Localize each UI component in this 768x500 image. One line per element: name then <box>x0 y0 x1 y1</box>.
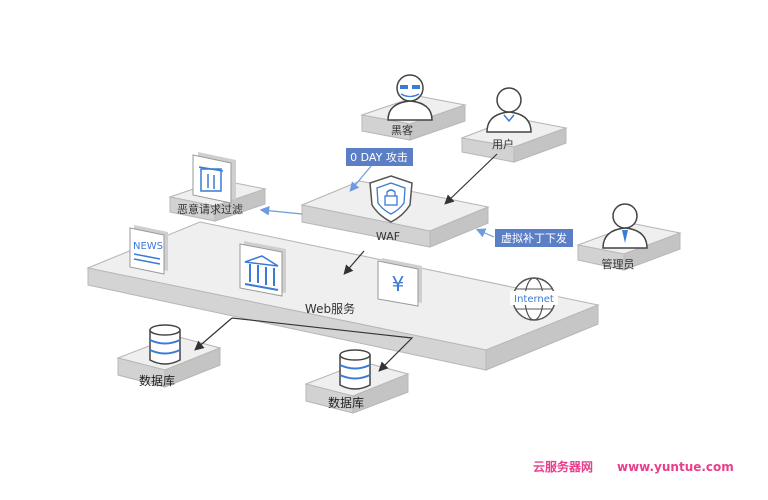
news-icon: NEWS <box>129 225 168 275</box>
svg-text:云服务器网: 云服务器网 <box>533 459 593 474</box>
admin-avatar-icon <box>602 203 648 249</box>
virtual-patch-badge: 虚拟补丁下发 <box>495 229 573 247</box>
hacker-avatar-icon <box>387 74 433 121</box>
svg-text:数据库: 数据库 <box>328 395 364 410</box>
arrow-web-to-db1 <box>194 317 233 351</box>
database-cylinder-icon-1 <box>149 324 181 365</box>
zero-day-attack-badge: 0 DAY 攻击 <box>346 148 413 166</box>
database-cylinder-icon-2 <box>339 349 371 390</box>
svg-text:0 DAY 攻击: 0 DAY 攻击 <box>350 150 408 164</box>
svg-text:用户: 用户 <box>492 137 514 151</box>
svg-text:恶意请求过滤: 恶意请求过滤 <box>177 202 243 216</box>
svg-text:管理员: 管理员 <box>602 257 635 271</box>
arrow-waf-to-filter <box>259 205 303 216</box>
currency-icon: ¥ <box>377 258 422 307</box>
user-avatar-icon <box>486 87 532 133</box>
shield-icon <box>369 175 413 223</box>
trash-bin-icon <box>192 152 236 204</box>
web-service-label: Web服务 <box>305 301 355 316</box>
svg-text:黑客: 黑客 <box>391 123 413 137</box>
waf-label: WAF <box>376 230 400 243</box>
svg-text:数据库: 数据库 <box>139 373 175 388</box>
watermark: 云服务器网 www.yuntue.com <box>533 459 734 474</box>
internet-globe-icon: Internet <box>510 277 558 321</box>
user-node: 用户 <box>460 117 568 163</box>
web-service-platform: Web服务 <box>86 221 600 371</box>
arrow-patch-to-waf <box>475 228 495 238</box>
svg-text:虚拟补丁下发: 虚拟补丁下发 <box>501 231 567 245</box>
arrow-user-to-waf <box>444 153 498 205</box>
arrow-waf-to-web <box>343 250 365 275</box>
svg-text:www.yuntue.com: www.yuntue.com <box>617 460 734 474</box>
arrow-web-to-db2 <box>231 317 414 372</box>
svg-text:NEWS: NEWS <box>133 241 163 252</box>
svg-text:¥: ¥ <box>392 272 405 296</box>
bank-icon <box>239 241 286 297</box>
svg-text:Internet: Internet <box>514 294 554 305</box>
arrow-attack-to-waf <box>349 164 373 192</box>
